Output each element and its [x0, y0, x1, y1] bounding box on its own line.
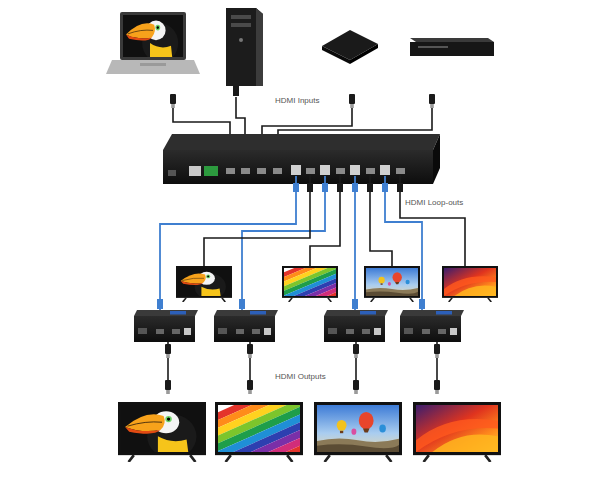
- cable-connectors: [307, 183, 313, 192]
- receiver-units: [324, 310, 388, 342]
- extender-matrix-device: [226, 168, 235, 174]
- loopout-tvs: [442, 266, 498, 302]
- laptop-illustration: [140, 63, 166, 66]
- network-cables: [160, 176, 296, 310]
- cable-connectors: [382, 183, 388, 192]
- hdmi-loopout-cables: [204, 175, 465, 266]
- desktop-tower-illustration: [239, 38, 243, 42]
- extender-matrix-device: [350, 165, 360, 175]
- output-tvs: [413, 402, 501, 462]
- laptop-illustration: [123, 15, 183, 63]
- cable-connectors: [239, 299, 245, 309]
- output-tvs: [317, 405, 399, 452]
- extender-matrix-device: [396, 168, 405, 174]
- extender-matrix-device: [204, 166, 218, 176]
- cable-connectors: [352, 183, 358, 192]
- section-label: HDMI Inputs: [272, 95, 322, 107]
- hdmi-output-plugs: [353, 380, 359, 394]
- receiver-units: [400, 310, 464, 342]
- extender-matrix-device: [273, 168, 282, 174]
- hdmi-output-plugs: [434, 380, 440, 394]
- loopout-tvs: [178, 268, 230, 300]
- output-tvs: [186, 374, 336, 480]
- output-tvs: [416, 405, 498, 452]
- extender-matrix-device: [168, 170, 176, 176]
- hdmi-output-cables: [168, 342, 437, 386]
- extender-matrix-device: [189, 166, 201, 176]
- bluray-player-illustration: [410, 38, 494, 56]
- desktop-tower-illustration: [226, 8, 263, 86]
- media-box-illustration: [322, 30, 378, 64]
- receiver-units: [214, 310, 278, 342]
- desktop-tower-illustration: [231, 23, 251, 27]
- hdmi-output-plugs: [165, 380, 171, 394]
- extender-matrix-device: [380, 165, 390, 175]
- cable-connectors: [367, 183, 373, 192]
- hdmi-loopout-cables: [370, 175, 392, 266]
- extender-matrix-device: [320, 165, 330, 175]
- cable-connectors: [419, 299, 425, 309]
- extender-matrix-device: [241, 168, 250, 174]
- section-label: HDMI Outputs: [272, 371, 329, 383]
- extender-matrix-device: [433, 134, 440, 184]
- media-box-illustration: [350, 44, 378, 64]
- bluray-player-illustration: [410, 42, 494, 56]
- cable-connectors: [322, 183, 328, 192]
- extender-matrix-device: [336, 168, 345, 174]
- hdmi-plugs: [349, 94, 355, 108]
- loopout-tvs: [444, 268, 496, 296]
- extender-matrix-device: [366, 168, 375, 174]
- hdmi-output-plugs: [353, 344, 359, 358]
- cable-connectors: [293, 183, 299, 192]
- loopout-tvs: [366, 268, 418, 296]
- output-tvs: [314, 402, 402, 462]
- section-label: HDMI Loop-outs: [402, 197, 466, 209]
- extender-matrix-device: [163, 150, 433, 184]
- loopout-tvs: [176, 249, 498, 319]
- hdmi-output-plugs: [247, 344, 253, 358]
- cable-connectors: [337, 183, 343, 192]
- hdmi-output-plugs: [165, 344, 171, 358]
- loopout-tvs: [264, 249, 359, 319]
- hdmi-plugs: [170, 94, 176, 108]
- media-box-illustration: [322, 30, 378, 60]
- extender-matrix-device: [163, 134, 440, 184]
- cable-connectors: [352, 299, 358, 309]
- hdmi-plugs: [170, 86, 435, 108]
- cable-connectors: [157, 299, 163, 309]
- hdmi-output-plugs: [434, 344, 440, 358]
- extender-matrix-device: [306, 168, 315, 174]
- output-tvs: [118, 402, 206, 462]
- extender-matrix-device: [291, 165, 301, 175]
- loopout-tvs: [364, 266, 420, 302]
- desktop-tower-illustration: [231, 15, 251, 19]
- hdmi-loopout-cables: [400, 175, 465, 266]
- output-tvs: [118, 374, 501, 480]
- output-tvs: [121, 405, 203, 458]
- receiver-units: [134, 310, 464, 342]
- hdmi-output-plugs: [165, 344, 440, 394]
- loopout-tvs: [176, 266, 232, 302]
- extender-matrix-device: [257, 168, 266, 174]
- media-box-illustration: [322, 46, 350, 64]
- hdmi-plugs: [429, 94, 435, 108]
- extender-matrix-device: [163, 134, 440, 150]
- hdmi-output-plugs: [247, 380, 253, 394]
- desktop-tower-illustration: [226, 8, 263, 86]
- cable-connectors: [397, 183, 403, 192]
- laptop-illustration: [106, 60, 200, 74]
- hdmi-loopout-cables: [204, 175, 310, 266]
- bluray-player-illustration: [410, 38, 494, 42]
- hdmi-plugs: [233, 86, 239, 96]
- hdmi-loopout-cables: [310, 175, 340, 266]
- desktop-tower-illustration: [256, 8, 263, 86]
- receiver-units: [134, 310, 198, 342]
- bluray-player-illustration: [418, 46, 448, 48]
- laptop-illustration: [106, 12, 200, 74]
- network-cables: [354, 176, 356, 310]
